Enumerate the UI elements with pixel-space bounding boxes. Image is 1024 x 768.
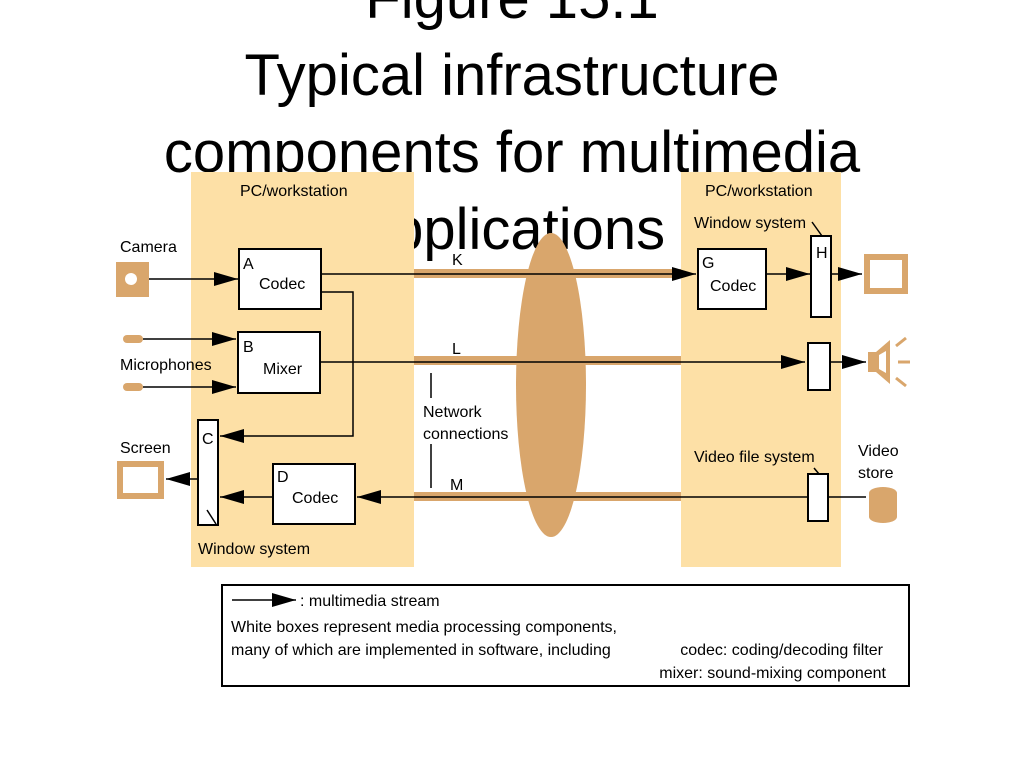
microphones-label: Microphones (120, 357, 212, 374)
mixer-b-letter: B (243, 339, 254, 356)
video-file-system-box (807, 473, 829, 522)
left-window-system-label: Window system (198, 541, 310, 558)
stream-l-label: L (452, 341, 461, 358)
stream-m-label: M (450, 477, 463, 494)
codec-a-letter: A (243, 256, 254, 273)
title-line-1: Figure 15.1 (0, 0, 1024, 37)
local-video-loop (220, 291, 354, 443)
screen-label: Screen (120, 440, 171, 457)
legend-line1: White boxes represent media processing c… (231, 619, 617, 636)
right-window-system-pointer (811, 221, 823, 237)
codec-d-box (272, 463, 356, 525)
legend: : multimedia stream White boxes represen… (221, 584, 910, 687)
codec-d-letter: D (277, 469, 289, 486)
mixer-b-name: Mixer (263, 361, 303, 378)
legend-line2: many of which are implemented in softwar… (231, 642, 611, 659)
legend-codec-def: codec: coding/decoding filter (680, 642, 883, 659)
right-window-system-label: Window system (694, 215, 806, 232)
codec-g-letter: G (702, 255, 714, 272)
network-cloud (516, 233, 586, 537)
video-store-label-line2: store (858, 465, 894, 482)
component-h-box (810, 235, 832, 318)
video-store-icon (869, 487, 897, 523)
screen-icon (117, 461, 164, 499)
network-label-line2: connections (423, 426, 508, 443)
left-panel-title: PC/workstation (240, 183, 348, 200)
codec-g-name: Codec (710, 278, 756, 295)
codec-g-box (697, 248, 767, 310)
microphone-icon-2 (123, 383, 143, 391)
display-icon (864, 254, 908, 294)
component-c-letter: C (202, 431, 214, 448)
right-panel-title: PC/workstation (705, 183, 813, 200)
stream-band-l (414, 356, 681, 365)
mixer-b-box (237, 331, 321, 394)
stream-k-label: K (452, 252, 463, 269)
legend-arrow-text: : multimedia stream (300, 593, 440, 610)
camera-label: Camera (120, 239, 177, 256)
title-line-2: Typical infrastructure (244, 43, 780, 108)
camera-icon (116, 262, 149, 297)
video-file-system-label: Video file system (694, 449, 815, 466)
codec-a-box (238, 248, 322, 310)
component-h-letter: H (816, 245, 828, 262)
video-store-label-line1: Video (858, 443, 899, 460)
audio-output-box (807, 342, 831, 391)
speaker-icon (868, 336, 910, 388)
network-label-line1: Network (423, 404, 483, 421)
codec-d-name: Codec (292, 490, 338, 507)
microphone-icon-1 (123, 335, 143, 343)
left-window-system-pointer (206, 509, 217, 525)
codec-a-name: Codec (259, 276, 305, 293)
legend-mixer-def: mixer: sound-mixing component (659, 665, 886, 682)
component-c-box (197, 419, 219, 526)
